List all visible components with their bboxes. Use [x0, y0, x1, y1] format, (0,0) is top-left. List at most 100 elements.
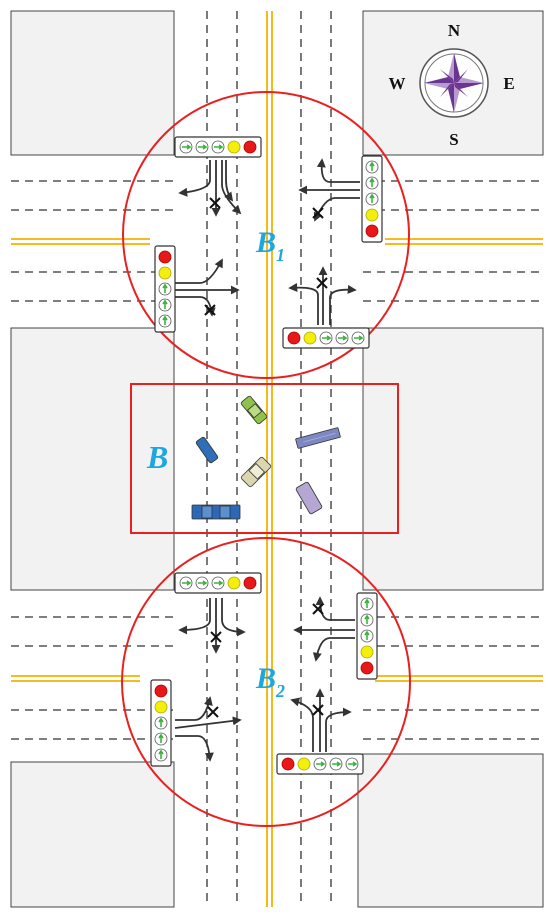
turn-arrow-icon: [175, 735, 214, 762]
zone-b2-circle: [121, 537, 411, 827]
vehicle-icon: [240, 395, 268, 425]
green-arrow-icon: [158, 717, 164, 727]
turn-arrow-icon: [174, 716, 242, 729]
green-arrow-icon: [369, 177, 375, 187]
signal-yellow-lamp: [158, 266, 172, 280]
city-blocks: [10, 10, 544, 908]
signal-red-lamp: [243, 140, 257, 154]
block-mid-left: [10, 327, 175, 591]
vertical-center-line: [266, 11, 273, 907]
turn-arrow-icon: [325, 707, 352, 752]
signal-yellow-lamp: [297, 757, 311, 771]
turn-arrow-icon: [316, 158, 360, 183]
traffic-signal-icon: [276, 753, 364, 775]
prohibited-mark-icon: [312, 207, 324, 219]
turn-arrow-icon: [175, 258, 223, 284]
signal-yellow-lamp: [303, 331, 317, 345]
green-arrow-icon: [369, 161, 375, 171]
green-arrow-icon: [182, 144, 192, 150]
zone-b2-label: B2: [255, 662, 285, 701]
signal-yellow-lamp: [227, 140, 241, 154]
turn-arrow-icon: [313, 197, 360, 222]
top-horizontal-center: [11, 238, 543, 245]
prohibited-mark-icon: [209, 197, 221, 209]
signal-yellow-lamp: [227, 576, 241, 590]
signal-yellow-lamp: [360, 645, 374, 659]
zone-b1-circle: [122, 91, 410, 379]
prohibited-mark-icon: [312, 704, 324, 716]
green-arrow-icon: [338, 335, 348, 341]
green-arrow-icon: [198, 144, 208, 150]
prohibited-marks: [204, 197, 328, 718]
signal-red-lamp: [360, 661, 374, 675]
traffic-signal-icon: [150, 679, 172, 767]
green-arrow-icon: [162, 283, 168, 293]
vehicle-icon: [191, 504, 241, 520]
vehicles: [191, 395, 341, 520]
prohibited-mark-icon: [210, 631, 222, 643]
signal-yellow-lamp: [154, 700, 168, 714]
top-horizontal-lanes: [11, 180, 543, 302]
green-arrow-icon: [198, 580, 208, 586]
compass-south: S: [449, 130, 458, 149]
bottom-horizontal-lanes: [11, 616, 543, 740]
block-bottom-left: [10, 761, 175, 908]
traffic-signal-icon: [361, 155, 383, 243]
green-arrow-icon: [162, 299, 168, 309]
green-arrow-icon: [214, 580, 224, 586]
turn-arrow-icon: [312, 637, 355, 662]
vehicle-icon: [240, 456, 272, 488]
signal-red-lamp: [287, 331, 301, 345]
compass-west: W: [389, 74, 406, 93]
green-arrow-icon: [364, 630, 370, 640]
turn-arrow-icon: [178, 160, 211, 197]
turn-arrow-icon: [178, 598, 211, 635]
signal-yellow-lamp: [365, 208, 379, 222]
signal-red-lamp: [243, 576, 257, 590]
traffic-signals: [150, 136, 383, 775]
traffic-signal-icon: [356, 592, 378, 680]
turn-arrow-icon: [329, 284, 357, 325]
turn-arrow-icon: [221, 598, 246, 637]
signal-red-lamp: [365, 224, 379, 238]
vehicle-icon: [295, 481, 323, 515]
green-arrow-icon: [364, 598, 370, 608]
green-arrow-icon: [158, 733, 164, 743]
traffic-signal-icon: [282, 327, 370, 349]
compass-rose-icon: [419, 48, 489, 118]
vehicle-icon: [295, 427, 341, 449]
prohibited-mark-icon: [312, 603, 324, 615]
turn-arrow-icon: [224, 160, 234, 202]
green-arrow-icon: [364, 614, 370, 624]
traffic-signal-icon: [174, 136, 262, 158]
turn-arrow-icon: [288, 282, 319, 325]
block-bottom-right: [357, 753, 544, 908]
signal-red-lamp: [158, 250, 172, 264]
bottom-horizontal-center: [11, 675, 543, 682]
compass-north: N: [448, 21, 461, 40]
green-arrow-icon: [354, 335, 364, 341]
prohibited-mark-icon: [207, 706, 219, 718]
turn-arrow-icon: [290, 697, 314, 752]
zone-b-rect: [130, 383, 399, 534]
traffic-signal-icon: [154, 245, 176, 333]
vehicle-icon: [195, 436, 219, 464]
zone-b-label: B: [146, 439, 168, 475]
prohibited-mark-icon: [316, 277, 328, 289]
prohibited-mark-icon: [204, 304, 216, 316]
turn-arrow-icon: [175, 696, 213, 721]
block-mid-right: [362, 327, 544, 591]
compass-east: E: [503, 74, 514, 93]
green-arrow-icon: [348, 761, 358, 767]
green-arrow-icon: [162, 315, 168, 325]
signal-red-lamp: [281, 757, 295, 771]
signal-red-lamp: [154, 684, 168, 698]
zone-b1-label: B1: [255, 226, 285, 265]
green-arrow-icon: [182, 580, 192, 586]
green-arrow-icon: [369, 193, 375, 203]
green-arrow-icon: [158, 749, 164, 759]
traffic-signal-icon: [174, 572, 262, 594]
green-arrow-icon: [322, 335, 332, 341]
